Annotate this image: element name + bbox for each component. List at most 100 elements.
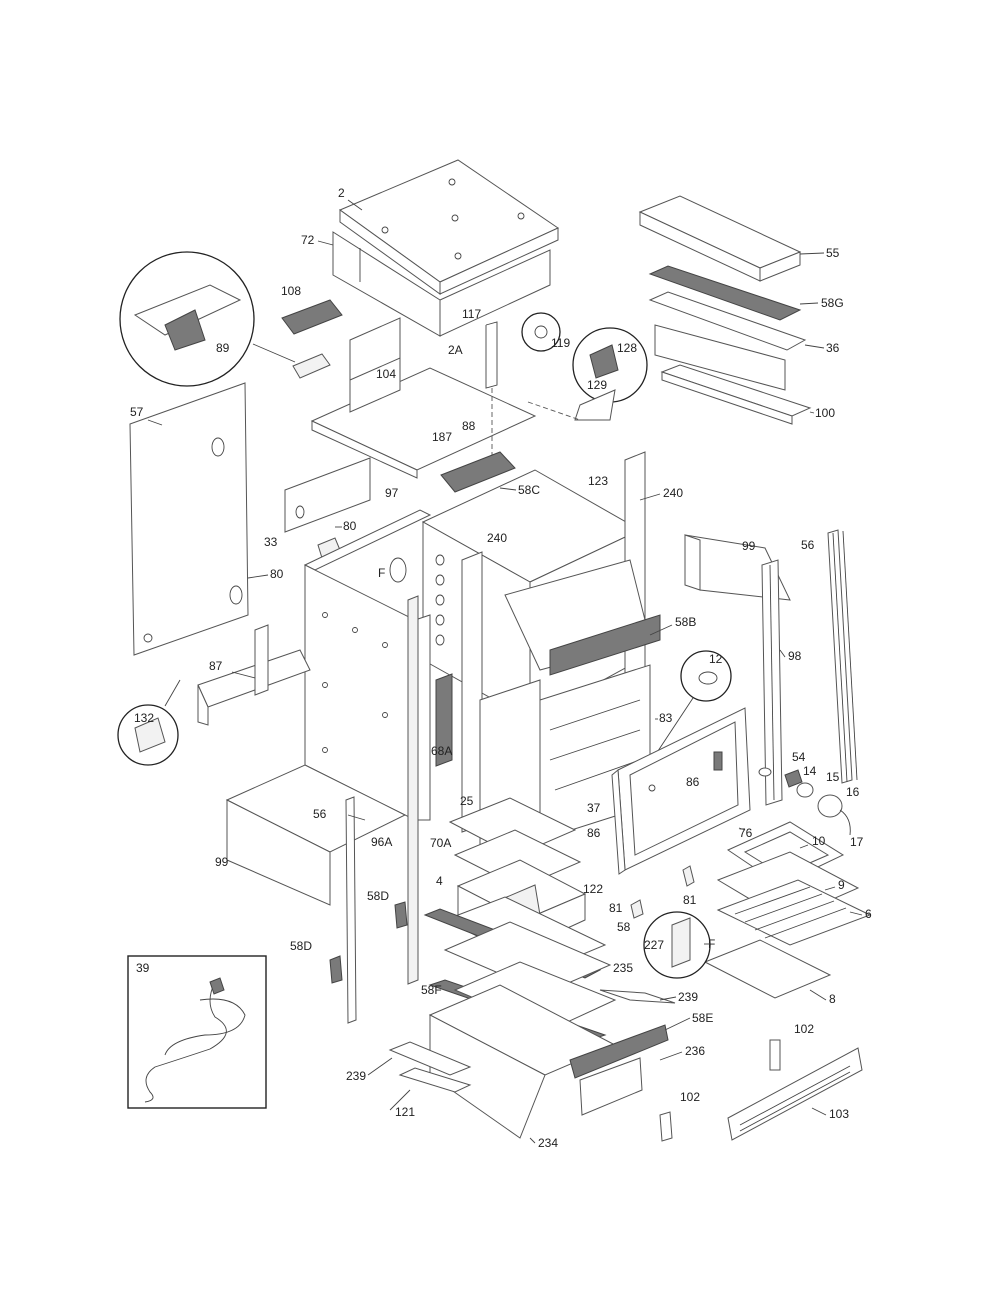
label-25: 25: [460, 794, 474, 808]
label-89: 89: [216, 341, 230, 355]
shelf-plate-2A: [310, 317, 537, 479]
label-102-top: 102: [794, 1022, 814, 1036]
foot-102: [659, 1039, 781, 1142]
label-104: 104: [376, 367, 396, 381]
support-frame-72: [332, 231, 551, 337]
label-108: 108: [281, 284, 301, 298]
outer-cabinet-97: [303, 509, 432, 821]
label-81-right: 81: [683, 893, 697, 907]
label-72: 72: [301, 233, 315, 247]
label-235: 235: [613, 961, 633, 975]
trim-98: [761, 559, 783, 806]
label-99-top: 99: [742, 539, 756, 553]
label-121: 121: [395, 1105, 415, 1119]
top-right-stack: [638, 195, 812, 425]
label-187: 187: [432, 430, 452, 444]
component-58C: [440, 451, 516, 493]
power-cord-inset-39: [127, 955, 267, 1109]
label-2A: 2A: [448, 343, 463, 357]
label-86-lower: 86: [587, 826, 601, 840]
label-58B: 58B: [675, 615, 696, 629]
label-58G: 58G: [821, 296, 844, 310]
gasket-56-right: [827, 529, 858, 784]
label-88: 88: [462, 419, 476, 433]
label-58C: 58C: [518, 483, 540, 497]
label-83: 83: [659, 711, 673, 725]
label-58: 58: [617, 920, 631, 934]
label-9: 9: [838, 878, 845, 892]
label-58D-upper: 58D: [367, 889, 389, 903]
label-100: 100: [815, 406, 835, 420]
label-58D-lower: 58D: [290, 939, 312, 953]
label-239-left: 239: [346, 1069, 366, 1083]
label-58F: 58F: [421, 983, 442, 997]
label-37: 37: [587, 801, 601, 815]
bracket-33: [284, 457, 371, 559]
label-240-right: 240: [663, 486, 683, 500]
base-trays: [388, 984, 676, 1139]
label-56-right: 56: [801, 538, 815, 552]
inset-128-129: [572, 327, 648, 421]
label-81-left: 81: [609, 901, 623, 915]
label-57: 57: [130, 405, 144, 419]
label-87: 87: [209, 659, 223, 673]
label-8: 8: [829, 992, 836, 1006]
label-68A: 68A: [431, 744, 452, 758]
label-16: 16: [846, 785, 860, 799]
inner-oven: [479, 559, 661, 861]
label-102-bottom: 102: [680, 1090, 700, 1104]
label-227: 227: [644, 938, 664, 952]
label-17: 17: [850, 835, 864, 849]
component-108: [281, 299, 343, 379]
label-98: 98: [788, 649, 802, 663]
label-86-door: 86: [686, 775, 700, 789]
label-80-bottom: 80: [270, 567, 284, 581]
label-6: 6: [865, 907, 872, 921]
label-97: 97: [385, 486, 399, 500]
label-76: 76: [739, 826, 753, 840]
label-239-right: 239: [678, 990, 698, 1004]
label-234: 234: [538, 1136, 558, 1150]
top-panel: [338, 159, 560, 295]
label-80-top: 80: [343, 519, 357, 533]
label-55: 55: [826, 246, 840, 260]
base-box-99: [225, 764, 407, 906]
label-4: 4: [436, 874, 443, 888]
label-122: 122: [583, 882, 603, 896]
label-70A: 70A: [430, 836, 451, 850]
label-117: 117: [462, 307, 481, 321]
inset-119: [521, 312, 561, 352]
label-54: 54: [792, 750, 806, 764]
side-panel-57: [129, 382, 249, 656]
racks: [703, 821, 872, 999]
inset-227: [643, 911, 711, 979]
label-F-left: F: [378, 566, 385, 580]
label-14: 14: [803, 764, 817, 778]
clips-81: [630, 865, 695, 919]
label-128: 128: [617, 341, 637, 355]
label-F-right: F: [708, 937, 715, 951]
label-96A: 96A: [371, 835, 392, 849]
bracket-87: [197, 624, 311, 726]
rail-68A: [407, 595, 453, 985]
label-236: 236: [685, 1044, 705, 1058]
leader-lines: [147, 199, 863, 1144]
inset-132: [117, 679, 181, 766]
label-15: 15: [826, 770, 840, 784]
label-12: 12: [709, 652, 723, 666]
vent-grille-103: [727, 1047, 863, 1141]
component-58E: [569, 1024, 669, 1116]
label-103: 103: [829, 1107, 849, 1121]
knob-assembly: [758, 767, 851, 836]
label-10: 10: [812, 834, 826, 848]
label-240-left: 240: [487, 531, 507, 545]
door-76: [611, 707, 751, 875]
label-58E: 58E: [692, 1011, 713, 1025]
inset-detail-89: [119, 251, 296, 387]
label-2: 2: [338, 186, 345, 200]
label-56-left: 56: [313, 807, 327, 821]
bracket-117: [485, 321, 498, 460]
label-119: 119: [551, 336, 570, 350]
label-99-bottom: 99: [215, 855, 229, 869]
